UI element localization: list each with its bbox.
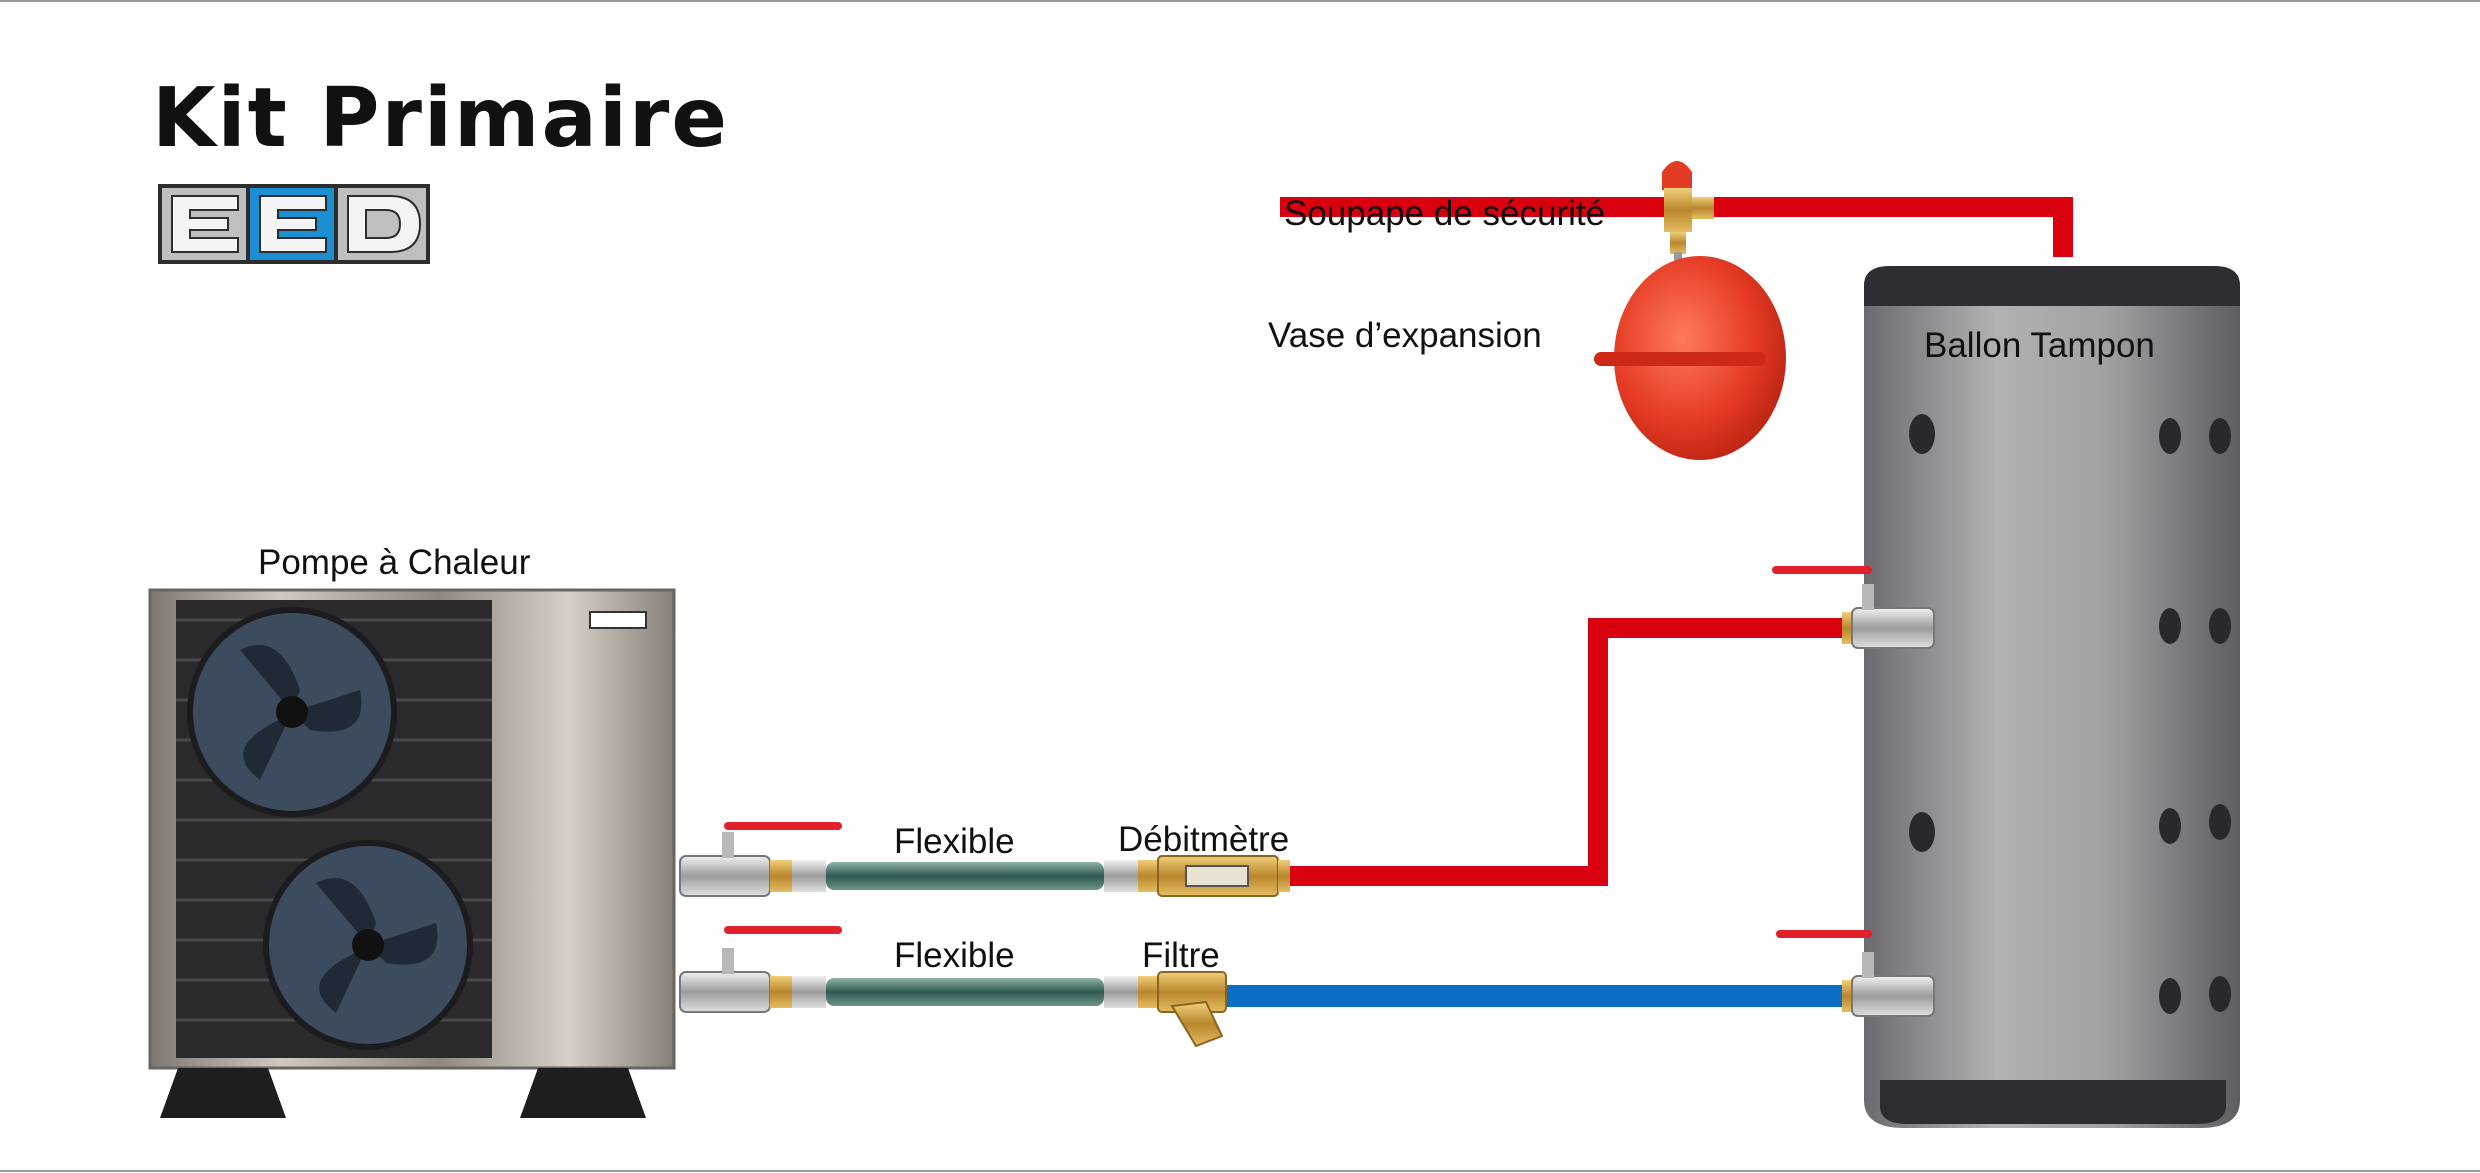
label-filter: Filtre <box>1142 936 1220 975</box>
label-safety-valve: Soupape de sécurité <box>1284 194 1606 233</box>
top-border-line <box>0 0 2480 2</box>
heat-pump-foot-right <box>520 1068 646 1118</box>
expansion-vessel <box>1594 252 1786 460</box>
ball-valve-tank-bottom <box>1776 930 1935 1017</box>
buffer-tank <box>1864 266 2240 1128</box>
flexible-hose-bottom <box>792 976 1138 1008</box>
y-filter <box>1138 971 1227 1048</box>
flow-meter <box>1138 855 1290 897</box>
label-buffer-tank: Ballon Tampon <box>1924 326 2155 365</box>
heat-pump-unit <box>148 588 676 1118</box>
label-hose-bottom: Flexible <box>894 936 1015 975</box>
safety-valve <box>1662 161 1714 254</box>
page-title: Kit Primaire <box>152 71 729 166</box>
flexible-hose-top <box>792 860 1138 892</box>
bottom-border-line <box>0 1170 2480 1172</box>
label-hose-top: Flexible <box>894 822 1015 861</box>
heat-pump-foot-left <box>160 1068 286 1118</box>
label-expansion-vessel: Vase d’expansion <box>1268 316 1542 355</box>
eed-logo <box>158 184 430 264</box>
ball-valve-tank-top <box>1772 566 1935 649</box>
ball-valve-pump-top <box>679 822 842 897</box>
label-heat-pump: Pompe à Chaleur <box>258 543 531 582</box>
hot-pipe-supply <box>1280 197 2073 886</box>
label-flow-meter: Débitmètre <box>1118 820 1290 859</box>
ball-valve-pump-bottom <box>679 926 842 1013</box>
